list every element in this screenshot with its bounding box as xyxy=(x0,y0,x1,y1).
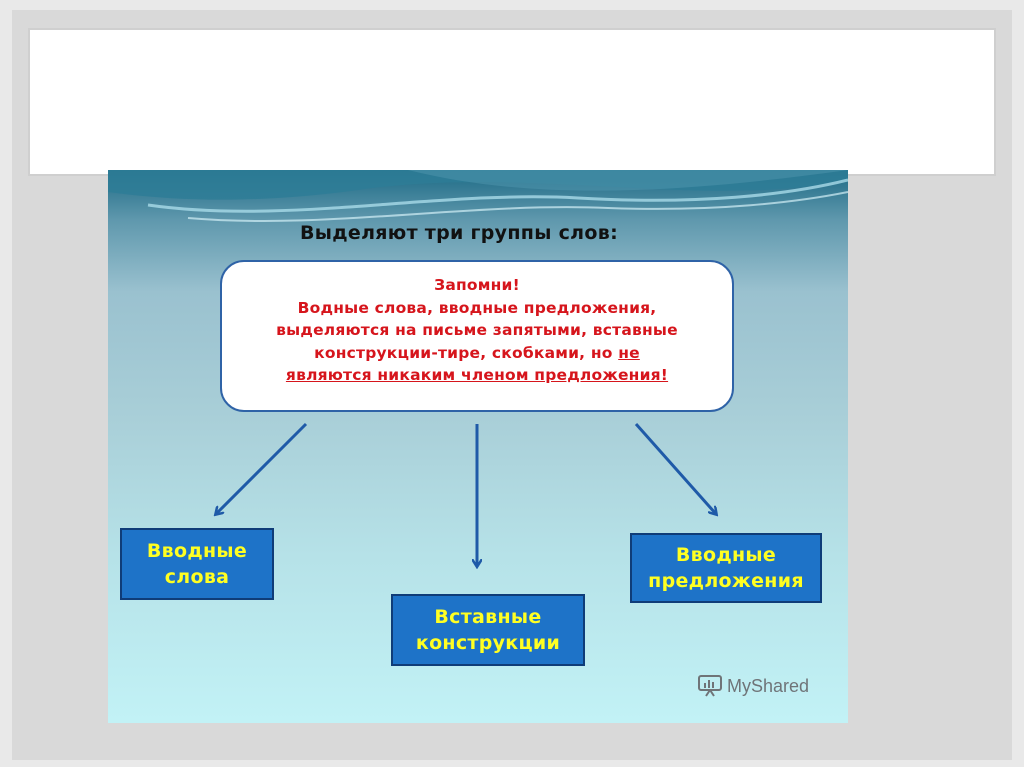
slide-heading: Выделяют три группы слов: xyxy=(300,222,618,244)
watermark-text: MyShared xyxy=(727,675,810,696)
category-1-line-2: слова xyxy=(164,566,230,588)
category-inserted-constructions: Вставные конструкции xyxy=(391,594,585,666)
category-2-line-1: Вставные xyxy=(434,606,542,628)
note-line-4-start: конструкции-тире, скобками, но xyxy=(314,343,619,362)
note-line-4: конструкции-тире, скобками, но не xyxy=(222,342,732,365)
category-introductory-words: Вводные слова xyxy=(120,528,274,600)
arrow-right xyxy=(634,423,716,514)
category-1-line-1: Вводные xyxy=(146,540,248,562)
arrows xyxy=(108,422,848,723)
category-introductory-sentences: Вводные предложения xyxy=(630,533,822,603)
category-2-line-2: конструкции xyxy=(415,632,561,654)
category-3-line-2: предложения xyxy=(648,570,804,592)
presentation-icon xyxy=(698,675,722,697)
note-line-4-underlined: не xyxy=(618,343,640,362)
title-placeholder xyxy=(28,28,996,176)
arrow-left xyxy=(216,422,308,514)
note-line-3: выделяются на письме запятыми, вставные xyxy=(276,321,678,339)
watermark: MyShared xyxy=(698,675,809,697)
note-line-1: Запомни! xyxy=(434,276,520,294)
slide: Выделяют три группы слов: Запомни! Водны… xyxy=(108,170,848,723)
wave-decoration xyxy=(108,170,848,223)
note-box: Запомни! Водные слова, вводные предложен… xyxy=(220,260,734,412)
category-3-line-1: Вводные xyxy=(675,544,777,566)
note-line-2: Водные слова, вводные предложения, xyxy=(297,298,657,317)
note-line-5: являются никаким членом предложения! xyxy=(285,366,669,384)
